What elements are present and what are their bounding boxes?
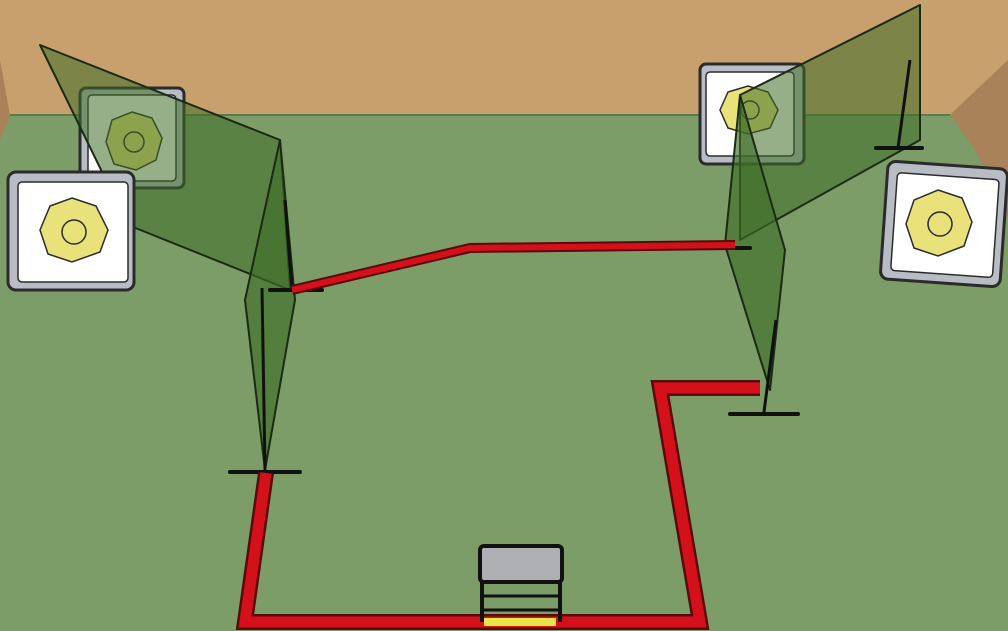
fault-line-back <box>291 242 736 293</box>
barrier-right <box>710 4 924 416</box>
target-right-near <box>879 159 1008 289</box>
fault-line <box>235 240 760 630</box>
barrier-post <box>762 319 778 413</box>
target-left-near <box>6 170 136 292</box>
left-wall-face <box>0 60 10 140</box>
barrier-post <box>283 199 294 291</box>
start-box <box>478 544 564 622</box>
target-scoring-zone <box>39 197 109 263</box>
target-ring <box>61 219 87 245</box>
fault-line-side <box>238 382 760 628</box>
barrier-post <box>896 59 912 149</box>
barrier-post <box>260 287 267 471</box>
barrier-pane-front <box>724 94 786 391</box>
start-box-top <box>478 544 564 584</box>
target-scoring-zone <box>905 189 973 257</box>
target-ring <box>927 211 953 237</box>
